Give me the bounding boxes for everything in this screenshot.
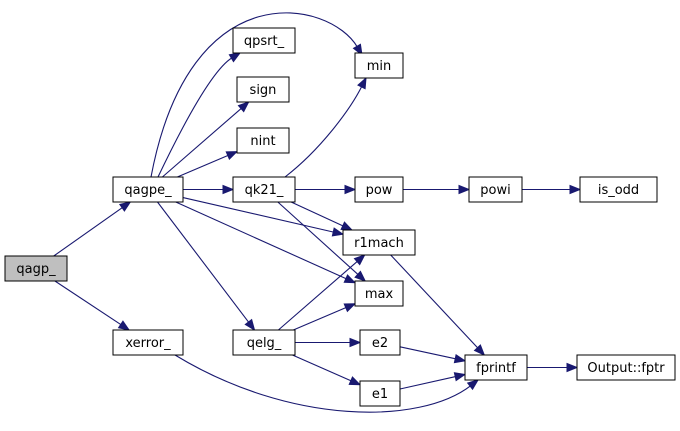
- node-nint-label: nint: [250, 134, 275, 149]
- edge-qagpe-to-nint: [177, 151, 239, 178]
- edge-qk21-to-r1mach: [290, 201, 354, 231]
- node-sign[interactable]: sign: [236, 76, 290, 103]
- node-qagpe-box: [112, 176, 184, 203]
- node-is_odd[interactable]: is_odd: [579, 176, 658, 203]
- edge-r1mach-to-fprintf: [390, 254, 486, 356]
- edge-qelg-to-r1mach: [278, 254, 366, 331]
- edge-fprintf-to-output_fptr: [527, 362, 579, 373]
- node-qk21[interactable]: qk21_: [232, 176, 296, 203]
- node-qelg-box: [232, 329, 296, 356]
- node-sign-box: [236, 76, 290, 103]
- node-qagpe-label: qagpe_: [124, 183, 172, 198]
- edge-qk21-to-max: [277, 201, 367, 282]
- node-output_fptr-label: Output::fptr: [587, 361, 665, 376]
- node-xerror-box: [112, 329, 184, 356]
- edge-xerror-to-fprintf: [174, 354, 480, 413]
- node-nint[interactable]: nint: [236, 127, 290, 154]
- node-qpsrt-label: qpsrt_: [244, 34, 285, 49]
- node-e1[interactable]: e1: [359, 380, 401, 407]
- node-output_fptr[interactable]: Output::fptr: [576, 354, 676, 381]
- node-min-label: min: [367, 59, 392, 74]
- node-r1mach[interactable]: r1mach: [342, 229, 416, 256]
- node-e1-box: [359, 380, 401, 407]
- node-e1-label: e1: [372, 387, 388, 402]
- edge-qagpe-to-r1mach: [182, 196, 345, 237]
- node-sign-label: sign: [250, 83, 277, 98]
- node-r1mach-box: [342, 229, 416, 256]
- node-e2[interactable]: e2: [359, 329, 401, 356]
- edge-qagpe-to-qpsrt: [157, 52, 242, 178]
- node-qk21-label: qk21_: [245, 183, 284, 198]
- node-qk21-box: [232, 176, 296, 203]
- node-qagp-label: qagp_: [16, 262, 56, 277]
- node-pow-label: pow: [366, 183, 393, 198]
- node-powi-box: [468, 176, 523, 203]
- edge-pow-to-powi: [403, 184, 471, 195]
- node-xerror-label: xerror_: [125, 336, 171, 351]
- node-max[interactable]: max: [354, 280, 404, 307]
- node-max-box: [354, 280, 404, 307]
- edge-qelg-to-max: [293, 303, 357, 331]
- node-qelg[interactable]: qelg_: [232, 329, 296, 356]
- edge-e1-to-fprintf: [399, 372, 467, 390]
- node-is_odd-box: [579, 176, 658, 203]
- node-qelg-label: qelg_: [247, 336, 282, 351]
- edge-qagpe-to-max: [175, 201, 357, 284]
- edge-qagpe-to-sign: [162, 101, 250, 178]
- edge-layer: [53, 12, 582, 413]
- edge-qk21-to-min: [284, 76, 367, 178]
- edge-qagp-to-xerror: [54, 280, 131, 331]
- node-min-box: [354, 52, 404, 79]
- node-qagp[interactable]: qagp_: [4, 255, 68, 282]
- node-e2-box: [359, 329, 401, 356]
- node-qagp-box: [4, 255, 68, 282]
- edge-qagp-to-qagpe: [53, 201, 132, 257]
- edge-powi-to-is_odd: [522, 184, 582, 195]
- node-qagpe[interactable]: qagpe_: [112, 176, 184, 203]
- node-fprintf-label: fprintf: [476, 361, 516, 376]
- node-r1mach-label: r1mach: [354, 236, 404, 251]
- node-nint-box: [236, 127, 290, 154]
- edge-qagpe-to-min: [150, 12, 363, 178]
- node-is_odd-label: is_odd: [598, 183, 639, 198]
- node-max-label: max: [365, 287, 394, 302]
- node-qpsrt-box: [232, 27, 296, 54]
- node-pow-box: [354, 176, 404, 203]
- node-powi[interactable]: powi: [468, 176, 523, 203]
- node-fprintf-box: [464, 354, 528, 381]
- edge-qk21-to-pow: [295, 184, 357, 195]
- node-fprintf[interactable]: fprintf: [464, 354, 528, 381]
- node-layer: qagp_ qagpe_ xerror_ qpsrt_sign nint qk21_ min…: [4, 27, 676, 407]
- edge-qagpe-to-qk21: [183, 184, 235, 195]
- node-min[interactable]: min: [354, 52, 404, 79]
- node-pow[interactable]: pow: [354, 176, 404, 203]
- edge-qagpe-to-qelg: [157, 201, 256, 332]
- node-xerror[interactable]: xerror_: [112, 329, 184, 356]
- node-powi-label: powi: [480, 183, 510, 198]
- node-output_fptr-box: [576, 354, 676, 381]
- node-e2-label: e2: [372, 336, 388, 351]
- edge-e2-to-fprintf: [399, 346, 467, 364]
- edge-qelg-to-e2: [295, 337, 362, 348]
- node-qpsrt[interactable]: qpsrt_: [232, 27, 296, 54]
- edge-qelg-to-e1: [292, 354, 362, 386]
